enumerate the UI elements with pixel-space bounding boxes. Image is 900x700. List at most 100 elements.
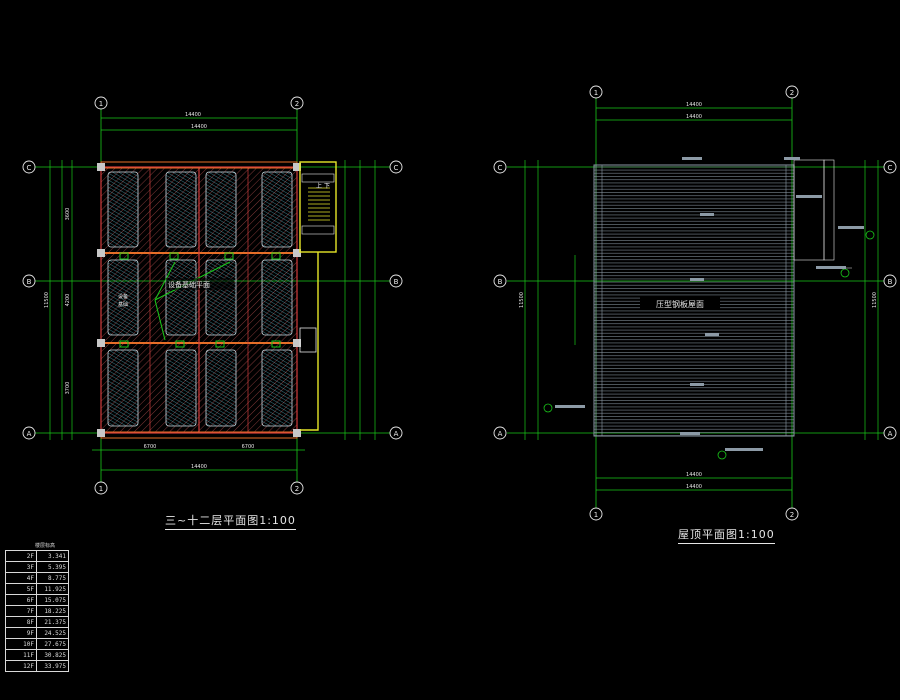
axis-bubble-b-right: B — [389, 274, 403, 288]
floor-cell: 12F — [5, 660, 37, 672]
stair-label-down: 下 — [324, 183, 330, 190]
left-floor-plan: 设备基础平面 设备 基础 上 下 144 — [22, 96, 403, 495]
elevation-cell: 15.075 — [36, 594, 69, 606]
roof-surface — [593, 164, 795, 437]
axis-bubble-a-right-roof: A — [883, 426, 897, 440]
svg-text:B: B — [498, 278, 503, 286]
axis-bubble-b-left: B — [22, 274, 36, 288]
axis-bubble-c-right-roof: C — [883, 160, 897, 174]
left-dim-bottom-total: 14400 — [191, 464, 207, 470]
left-dim-total-2: 14400 — [191, 124, 207, 130]
svg-text:C: C — [27, 164, 32, 172]
left-dim-total-1: 14400 — [185, 112, 201, 118]
svg-text:C: C — [394, 164, 399, 172]
stair-label-up: 上 — [316, 182, 322, 190]
left-dim-left-3: 3700 — [65, 382, 71, 395]
right-dim-top-2: 14400 — [686, 114, 702, 120]
elevation-cell: 30.825 — [36, 649, 69, 661]
elevation-cell: 21.375 — [36, 616, 69, 628]
svg-text:2: 2 — [790, 511, 794, 519]
axis-bubble-2-bottom: 2 — [290, 481, 304, 495]
floor-cell: 9F — [5, 627, 37, 639]
elevation-cell: 24.525 — [36, 627, 69, 639]
axis-bubble-1-top: 1 — [94, 96, 108, 110]
elevation-cell: 3.341 — [36, 550, 69, 562]
right-roof-plan: 压型钢板屋面 14400 14400 14 — [493, 85, 897, 521]
axis-bubble-b-left-roof: B — [493, 274, 507, 288]
floor-cell: 5F — [5, 583, 37, 595]
axis-bubble-1-bottom: 1 — [94, 481, 108, 495]
right-dim-left-total: 11500 — [519, 292, 525, 308]
floor-cell: 10F — [5, 638, 37, 650]
right-dim-top-1: 14400 — [686, 102, 702, 108]
svg-text:B: B — [888, 278, 893, 286]
svg-text:B: B — [27, 278, 32, 286]
floor-cell: 7F — [5, 605, 37, 617]
svg-text:设备基础平面: 设备基础平面 — [168, 280, 210, 289]
svg-text:A: A — [394, 430, 399, 438]
left-dim-left-total: 11500 — [44, 292, 50, 308]
svg-text:2: 2 — [790, 89, 794, 97]
svg-text:1: 1 — [594, 511, 598, 519]
svg-text:C: C — [888, 164, 893, 172]
axis-bubble-a-right: A — [389, 426, 403, 440]
elevation-cell: 18.225 — [36, 605, 69, 617]
elevation-cell: 11.925 — [36, 583, 69, 595]
elevation-cell: 5.395 — [36, 561, 69, 573]
floor-cell: 4F — [5, 572, 37, 584]
floor-cell: 8F — [5, 616, 37, 628]
elevation-table-caption: 楼层标高 — [34, 543, 55, 549]
stair — [299, 161, 337, 431]
right-plan-title: 屋顶平面图1:100 — [678, 526, 775, 544]
right-dim-bottom-1: 14400 — [686, 472, 702, 478]
svg-text:A: A — [498, 430, 503, 438]
axis-bubble-2-bottom-roof: 2 — [785, 507, 799, 521]
elevation-cell: 33.975 — [36, 660, 69, 672]
axis-bubble-a-left: A — [22, 426, 36, 440]
floor-cell: 6F — [5, 594, 37, 606]
axis-bubble-2-top: 2 — [290, 96, 304, 110]
left-plan-title: 三~十二层平面图1:100 — [165, 512, 296, 530]
left-dim-bottom-2: 6700 — [242, 444, 255, 450]
svg-text:A: A — [27, 430, 32, 438]
axis-bubble-1-top-roof: 1 — [589, 85, 603, 99]
svg-text:2: 2 — [295, 100, 299, 108]
floor-cell: 3F — [5, 561, 37, 573]
roof-center-label: 压型钢板屋面 — [656, 299, 704, 309]
svg-text:B: B — [394, 278, 399, 286]
svg-text:基础: 基础 — [118, 301, 128, 308]
svg-text:1: 1 — [594, 89, 598, 97]
svg-text:A: A — [888, 430, 893, 438]
svg-text:1: 1 — [99, 485, 103, 493]
left-dim-left-2: 4200 — [65, 294, 71, 307]
axis-bubble-c-right: C — [389, 160, 403, 174]
axis-bubble-a-left-roof: A — [493, 426, 507, 440]
svg-text:设备: 设备 — [118, 293, 128, 300]
floor-cell: 11F — [5, 649, 37, 661]
axis-bubble-c-left-roof: C — [493, 160, 507, 174]
right-dim-bottom-2: 14400 — [686, 484, 702, 490]
svg-text:1: 1 — [99, 100, 103, 108]
axis-bubble-1-bottom-roof: 1 — [589, 507, 603, 521]
axis-bubble-b-right-roof: B — [883, 274, 897, 288]
svg-text:2: 2 — [295, 485, 299, 493]
left-dim-left-1: 3600 — [65, 208, 71, 221]
floor-cell: 2F — [5, 550, 37, 562]
axis-bubble-c-left: C — [22, 160, 36, 174]
elevation-cell: 27.675 — [36, 638, 69, 650]
left-dim-bottom-1: 6700 — [144, 444, 157, 450]
elevation-cell: 8.775 — [36, 572, 69, 584]
